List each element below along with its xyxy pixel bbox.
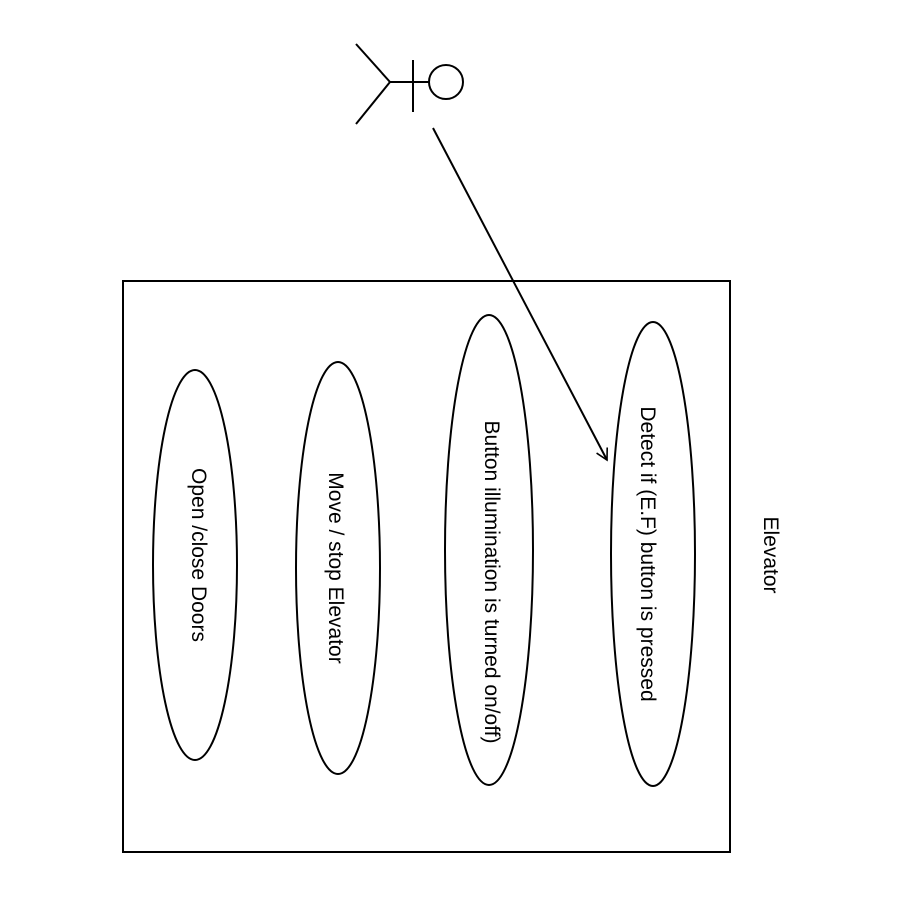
use-case-label: Open /close Doors xyxy=(187,468,210,642)
use-case-ellipse xyxy=(152,369,238,761)
use-case-label: Detect if (E.F) button is pressed xyxy=(636,406,659,701)
system-label: Elevator xyxy=(759,516,782,593)
use-case-label: Button illumination is turned on/off) xyxy=(480,421,503,744)
association-arrow xyxy=(432,127,609,462)
actor-leg-right xyxy=(355,81,391,125)
system-boundary xyxy=(122,280,731,853)
actor-head xyxy=(428,64,464,100)
use-case-move-stop-elevator[interactable]: Move / stop Elevator xyxy=(295,361,381,775)
actor-leg-left xyxy=(355,43,391,83)
use-case-detect-button-pressed[interactable]: Detect if (E.F) button is pressed xyxy=(610,321,696,787)
use-case-open-close-doors[interactable]: Open /close Doors xyxy=(152,369,238,761)
use-case-ellipse xyxy=(295,361,381,775)
actor-icon[interactable] xyxy=(355,43,464,125)
use-case-ellipse xyxy=(444,314,534,786)
use-case-label: Move / stop Elevator xyxy=(324,472,347,663)
use-case-button-illumination[interactable]: Button illumination is turned on/off) xyxy=(444,314,534,786)
use-case-ellipse xyxy=(610,321,696,787)
